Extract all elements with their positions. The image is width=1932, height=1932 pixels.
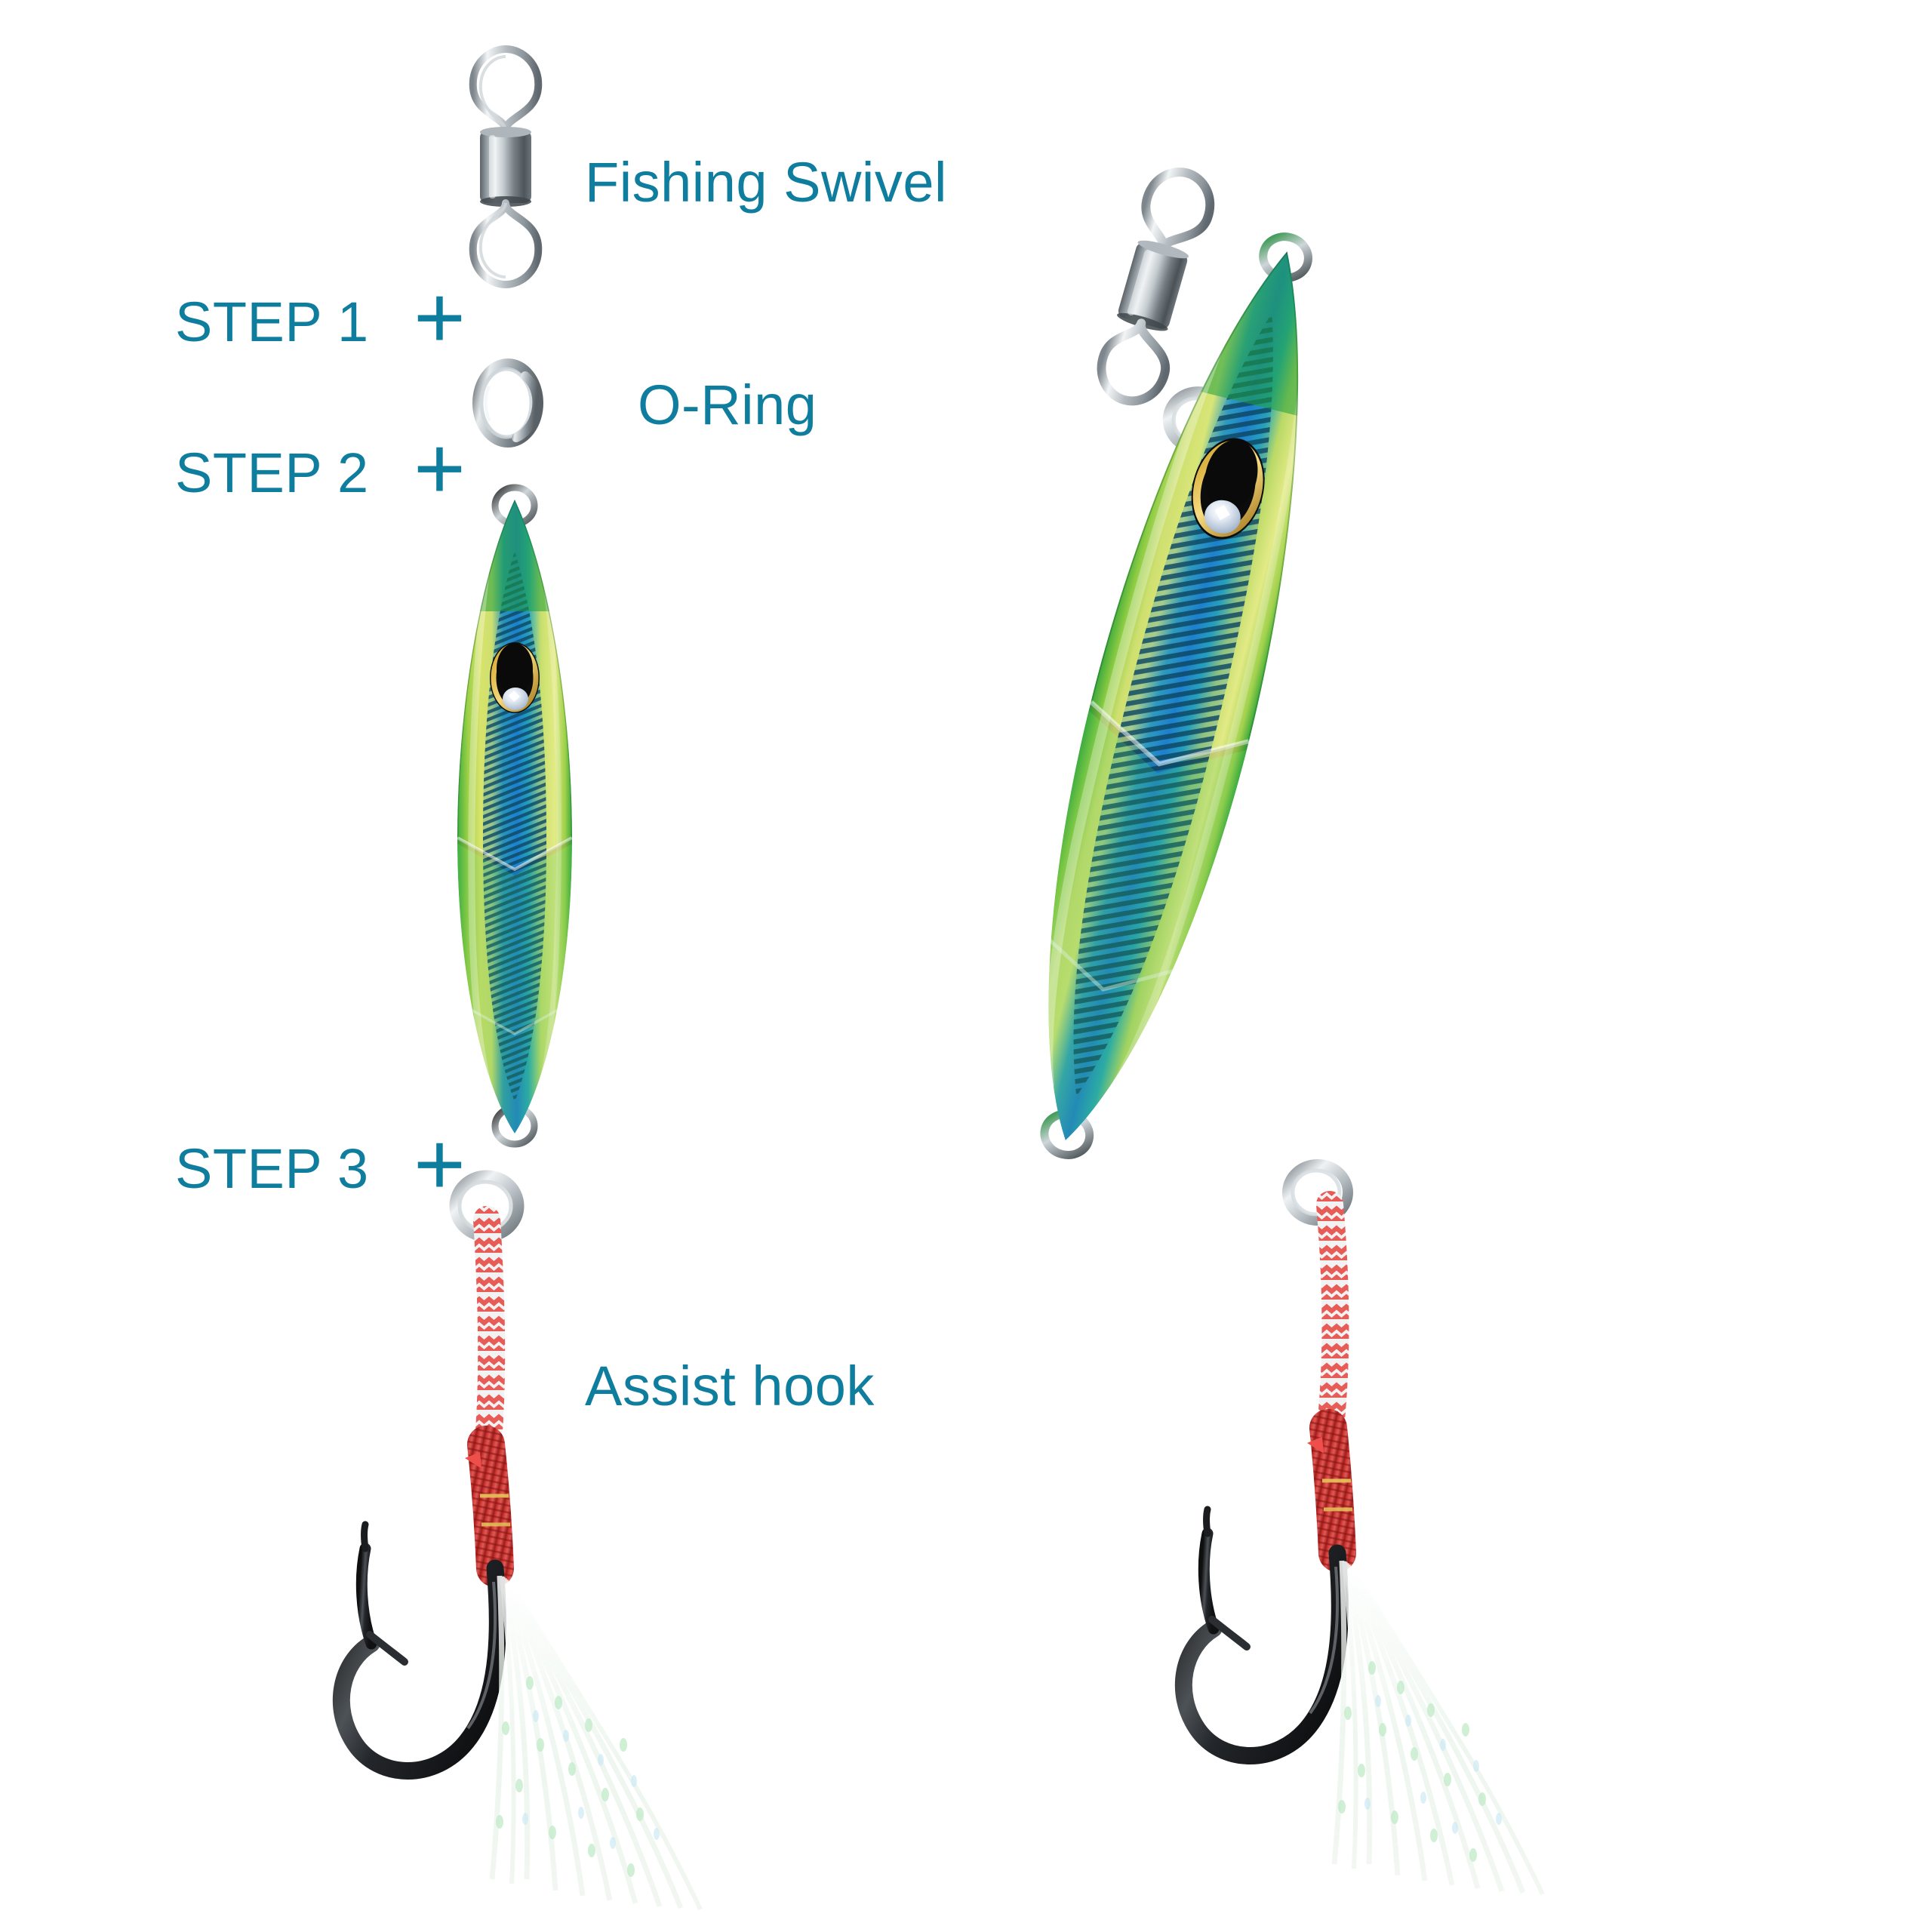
lure-eye-icon (490, 642, 540, 713)
assist-hook-icon (332, 1155, 815, 1917)
assembled-lure-eye-icon (1191, 438, 1265, 540)
step-3-label: STEP 3 (175, 1137, 369, 1200)
step-2-label: STEP 2 (175, 441, 369, 504)
plus-icon-2: + (414, 419, 466, 518)
metal-jig-lure-icon (417, 483, 613, 1148)
assist-cord (467, 1206, 506, 1464)
flash-skirt (489, 1575, 703, 1911)
assist-thread-wrap (465, 1426, 514, 1587)
assembled-rig (951, 106, 1751, 1917)
fishing-swivel-icon (453, 42, 558, 291)
assembled-assist-hook-icon (1174, 1191, 1545, 1896)
fishing-swivel-label: Fishing Swivel (585, 151, 947, 214)
hook-icon (332, 1521, 506, 1780)
step-1-label: STEP 1 (175, 291, 369, 353)
assembled-swivel-icon (1097, 168, 1215, 406)
o-ring-label: O-Ring (638, 374, 817, 436)
plus-icon-1: + (414, 268, 466, 368)
split-ring-icon (466, 353, 549, 451)
assist-hook-label: Assist hook (585, 1355, 875, 1417)
